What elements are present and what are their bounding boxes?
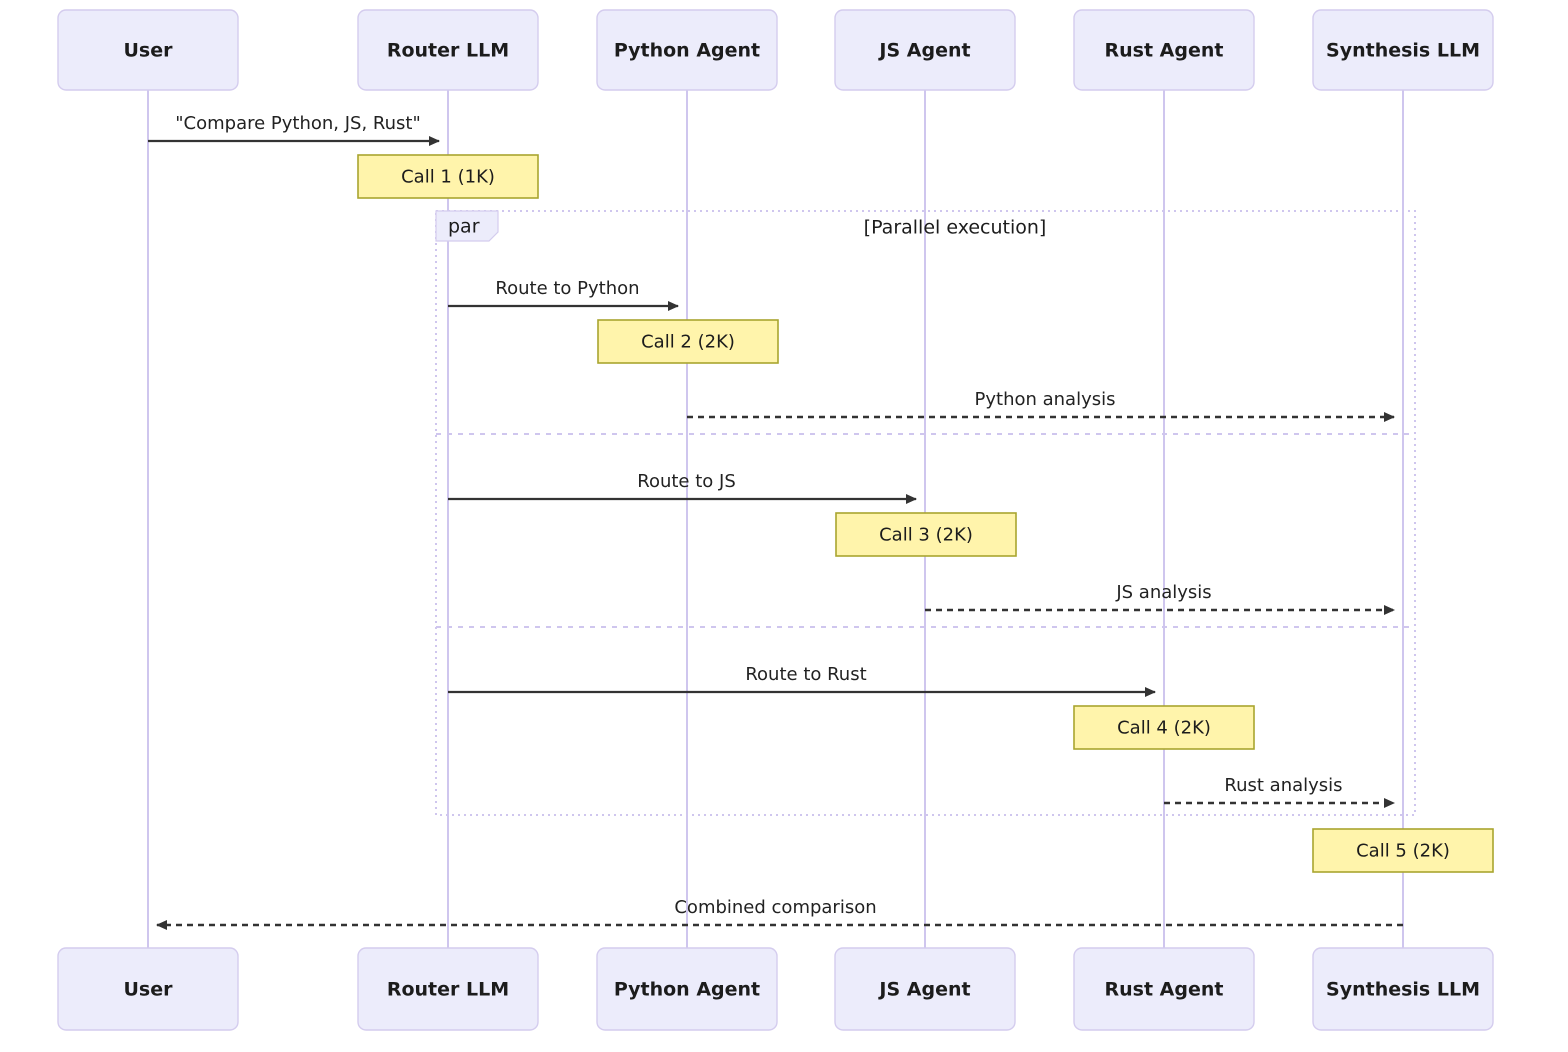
participant-label-python-top: Python Agent: [614, 40, 760, 62]
participant-js-top[interactable]: JS Agent: [834, 9, 1016, 91]
note-n1: Call 1 (1K): [357, 154, 539, 199]
message-label-m8: Combined comparison: [674, 897, 876, 918]
participant-python-bottom[interactable]: Python Agent: [596, 947, 778, 1031]
par-frame-tab: [435, 210, 499, 242]
participant-router-bottom[interactable]: Router LLM: [357, 947, 539, 1031]
participant-label-rust-top: Rust Agent: [1105, 40, 1224, 62]
note-label-n1: Call 1 (1K): [401, 167, 495, 188]
participants-top-group: User Router LLM Python Agent JS Agent Rust A…: [57, 9, 1494, 91]
message-label-m7: Rust analysis: [1224, 775, 1342, 796]
participant-label-router-top: Router LLM: [387, 40, 509, 62]
notes-group: Call 1 (1K) Call 2 (2K) Call 3 (2K) Call 4 …: [357, 154, 1494, 873]
message-label-m3: Python analysis: [975, 389, 1116, 410]
participant-python-top[interactable]: Python Agent: [596, 9, 778, 91]
par-frame-border: [435, 210, 1416, 816]
lifelines-group: [147, 90, 1404, 948]
message-label-m5: JS analysis: [1115, 582, 1211, 603]
message-label-m6: Route to Rust: [745, 664, 866, 685]
message-label-m2: Route to Python: [495, 278, 639, 299]
message-label-m4: Route to JS: [637, 471, 736, 492]
participant-js-bottom[interactable]: JS Agent: [834, 947, 1016, 1031]
note-label-n2: Call 2 (2K): [641, 332, 735, 353]
participant-user-bottom[interactable]: User: [57, 947, 239, 1031]
participant-synthesis-top[interactable]: Synthesis LLM: [1312, 9, 1494, 91]
par-frame-operator-label: par: [448, 216, 480, 238]
participant-label-user-top: User: [124, 40, 174, 62]
participant-label-synthesis-bottom: Synthesis LLM: [1326, 979, 1480, 1001]
par-frame-condition-label: [Parallel execution]: [864, 217, 1047, 239]
participant-label-python-bottom: Python Agent: [614, 979, 760, 1001]
frames-group: par [Parallel execution]: [435, 210, 1416, 816]
note-label-n3: Call 3 (2K): [879, 525, 973, 546]
note-n5: Call 5 (2K): [1312, 828, 1494, 873]
participant-user-top[interactable]: User: [57, 9, 239, 91]
participant-label-js-top: JS Agent: [877, 40, 970, 62]
messages-group: "Compare Python, JS, Rust" Route to Pytho…: [148, 113, 1403, 930]
participant-rust-top[interactable]: Rust Agent: [1073, 9, 1255, 91]
participant-label-user-bottom: User: [124, 979, 174, 1001]
note-label-n5: Call 5 (2K): [1356, 841, 1450, 862]
participant-label-js-bottom: JS Agent: [877, 979, 970, 1001]
participant-rust-bottom[interactable]: Rust Agent: [1073, 947, 1255, 1031]
note-n2: Call 2 (2K): [597, 319, 779, 364]
participant-synthesis-bottom[interactable]: Synthesis LLM: [1312, 947, 1494, 1031]
message-label-m1: "Compare Python, JS, Rust": [175, 113, 421, 134]
note-n4: Call 4 (2K): [1073, 705, 1255, 750]
note-n3: Call 3 (2K): [835, 512, 1017, 557]
participant-label-synthesis-top: Synthesis LLM: [1326, 40, 1480, 62]
participant-label-rust-bottom: Rust Agent: [1105, 979, 1224, 1001]
participant-label-router-bottom: Router LLM: [387, 979, 509, 1001]
participants-bottom-group: User Router LLM Python Agent JS Agent Rust A…: [57, 947, 1494, 1031]
note-label-n4: Call 4 (2K): [1117, 718, 1211, 739]
participant-router-top[interactable]: Router LLM: [357, 9, 539, 91]
